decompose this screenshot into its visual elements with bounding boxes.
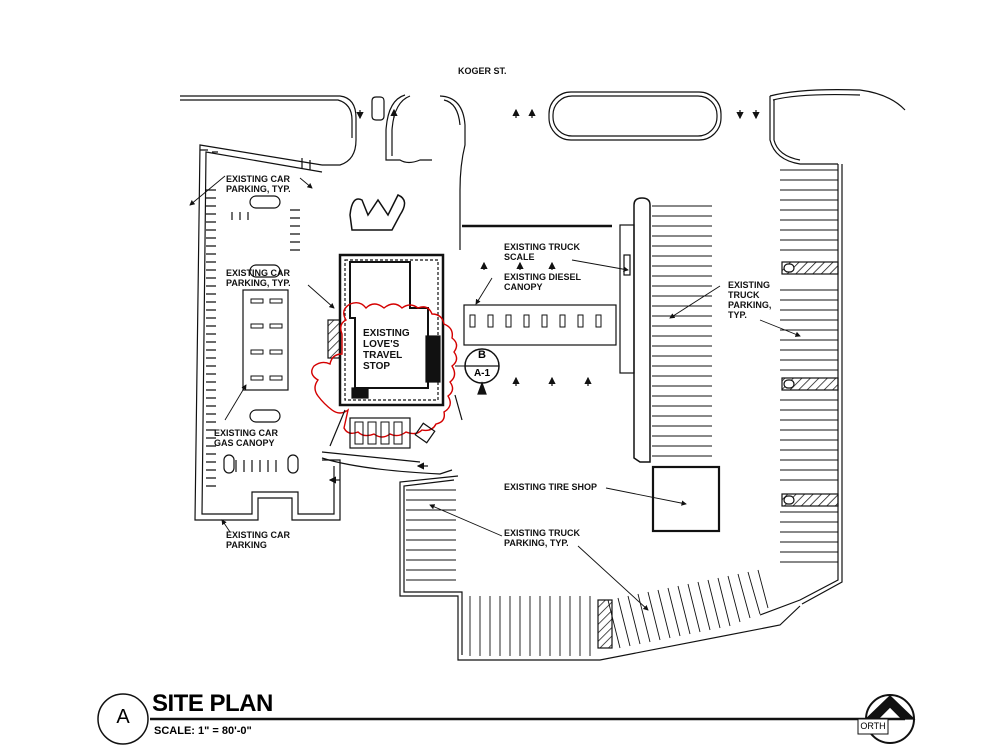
label-car-parking-1: EXISTING CAR PARKING, TYP. — [226, 174, 291, 194]
dumpster — [414, 422, 436, 444]
truck-stalls-east — [652, 169, 838, 563]
title-block-circle — [97, 693, 149, 745]
north-label-box — [857, 718, 889, 735]
stall-hatch — [781, 261, 839, 275]
car-stalls-west — [200, 149, 311, 487]
page-title: SITE PLAN — [152, 690, 273, 717]
travel-stop-building — [344, 259, 439, 401]
label-car-parking-3: EXISTING CAR PARKING — [226, 530, 291, 550]
street-curb — [439, 95, 466, 250]
street-curb — [391, 95, 411, 156]
truck-scale — [623, 254, 631, 276]
car-gas-canopy — [242, 289, 289, 391]
sidewalk-hatch — [327, 319, 341, 359]
island — [349, 194, 406, 231]
label-truck-parking-south: EXISTING TRUCK PARKING, TYP. — [504, 528, 581, 548]
title-block-id: A — [116, 706, 130, 728]
north-label: ORTH — [860, 721, 886, 731]
street-curb — [773, 100, 801, 161]
tire-shop-building — [651, 465, 721, 533]
truck-lot-boundary — [801, 164, 843, 605]
detail-marker-sheet: A-1 — [473, 368, 491, 379]
detail-marker-pointer — [477, 381, 487, 395]
island — [249, 409, 281, 423]
island — [552, 95, 718, 137]
scale-note: SCALE: 1" = 80'-0" — [154, 725, 252, 737]
street-curb — [769, 96, 838, 165]
building-entry — [351, 387, 369, 399]
stall-hatch — [597, 599, 613, 649]
detail-marker-letter: B — [478, 349, 486, 361]
street-curb — [180, 99, 353, 138]
label-diesel-canopy: EXISTING DIESEL CANOPY — [504, 272, 582, 292]
revision-cloud — [311, 301, 458, 438]
diesel-canopy — [463, 304, 617, 346]
island — [548, 91, 722, 141]
island — [249, 264, 281, 278]
street-curb — [180, 95, 357, 166]
street-curb — [769, 89, 906, 111]
building-wing — [425, 335, 441, 383]
street-curb — [385, 94, 432, 164]
fuel-pumps — [250, 298, 283, 381]
truck-stalls-south — [406, 489, 769, 656]
island — [371, 96, 385, 121]
leader-lines — [189, 175, 801, 611]
stall-hatch — [781, 493, 839, 507]
label-car-parking-2: EXISTING CAR PARKING, TYP. — [226, 268, 291, 288]
car-lot-boundary — [201, 151, 335, 515]
island — [287, 454, 299, 474]
street-label: KOGER ST. — [458, 66, 507, 76]
street-curb — [772, 93, 861, 101]
north-arrow — [864, 695, 916, 720]
label-car-gas-canopy: EXISTING CAR GAS CANOPY — [214, 428, 279, 448]
island — [223, 454, 235, 474]
label-tire-shop: EXISTING TIRE SHOP — [504, 482, 598, 492]
truck-lot-boundary — [399, 475, 801, 661]
drive-lane — [329, 394, 463, 447]
stall-hatch — [781, 377, 839, 391]
car-lot-boundary — [194, 144, 341, 521]
truck-lot-boundary — [403, 479, 463, 655]
truck-island — [633, 197, 651, 463]
store-pumps — [354, 421, 403, 445]
truck-lot-boundary — [759, 164, 839, 616]
store-parking — [349, 417, 411, 449]
diesel-dispensers — [469, 314, 602, 328]
building-interior — [349, 261, 429, 389]
label-truck-scale: EXISTING TRUCK SCALE — [504, 242, 581, 262]
truck-scale — [619, 224, 635, 374]
label-travel-stop: EXISTING LOVE'S TRAVEL STOP — [363, 328, 410, 372]
island — [249, 195, 281, 209]
street-curb — [443, 99, 461, 126]
label-truck-parking-east: EXISTING TRUCK PARKING, TYP. — [728, 280, 772, 320]
drive-lane — [321, 451, 453, 475]
traffic-arrows — [328, 108, 760, 484]
